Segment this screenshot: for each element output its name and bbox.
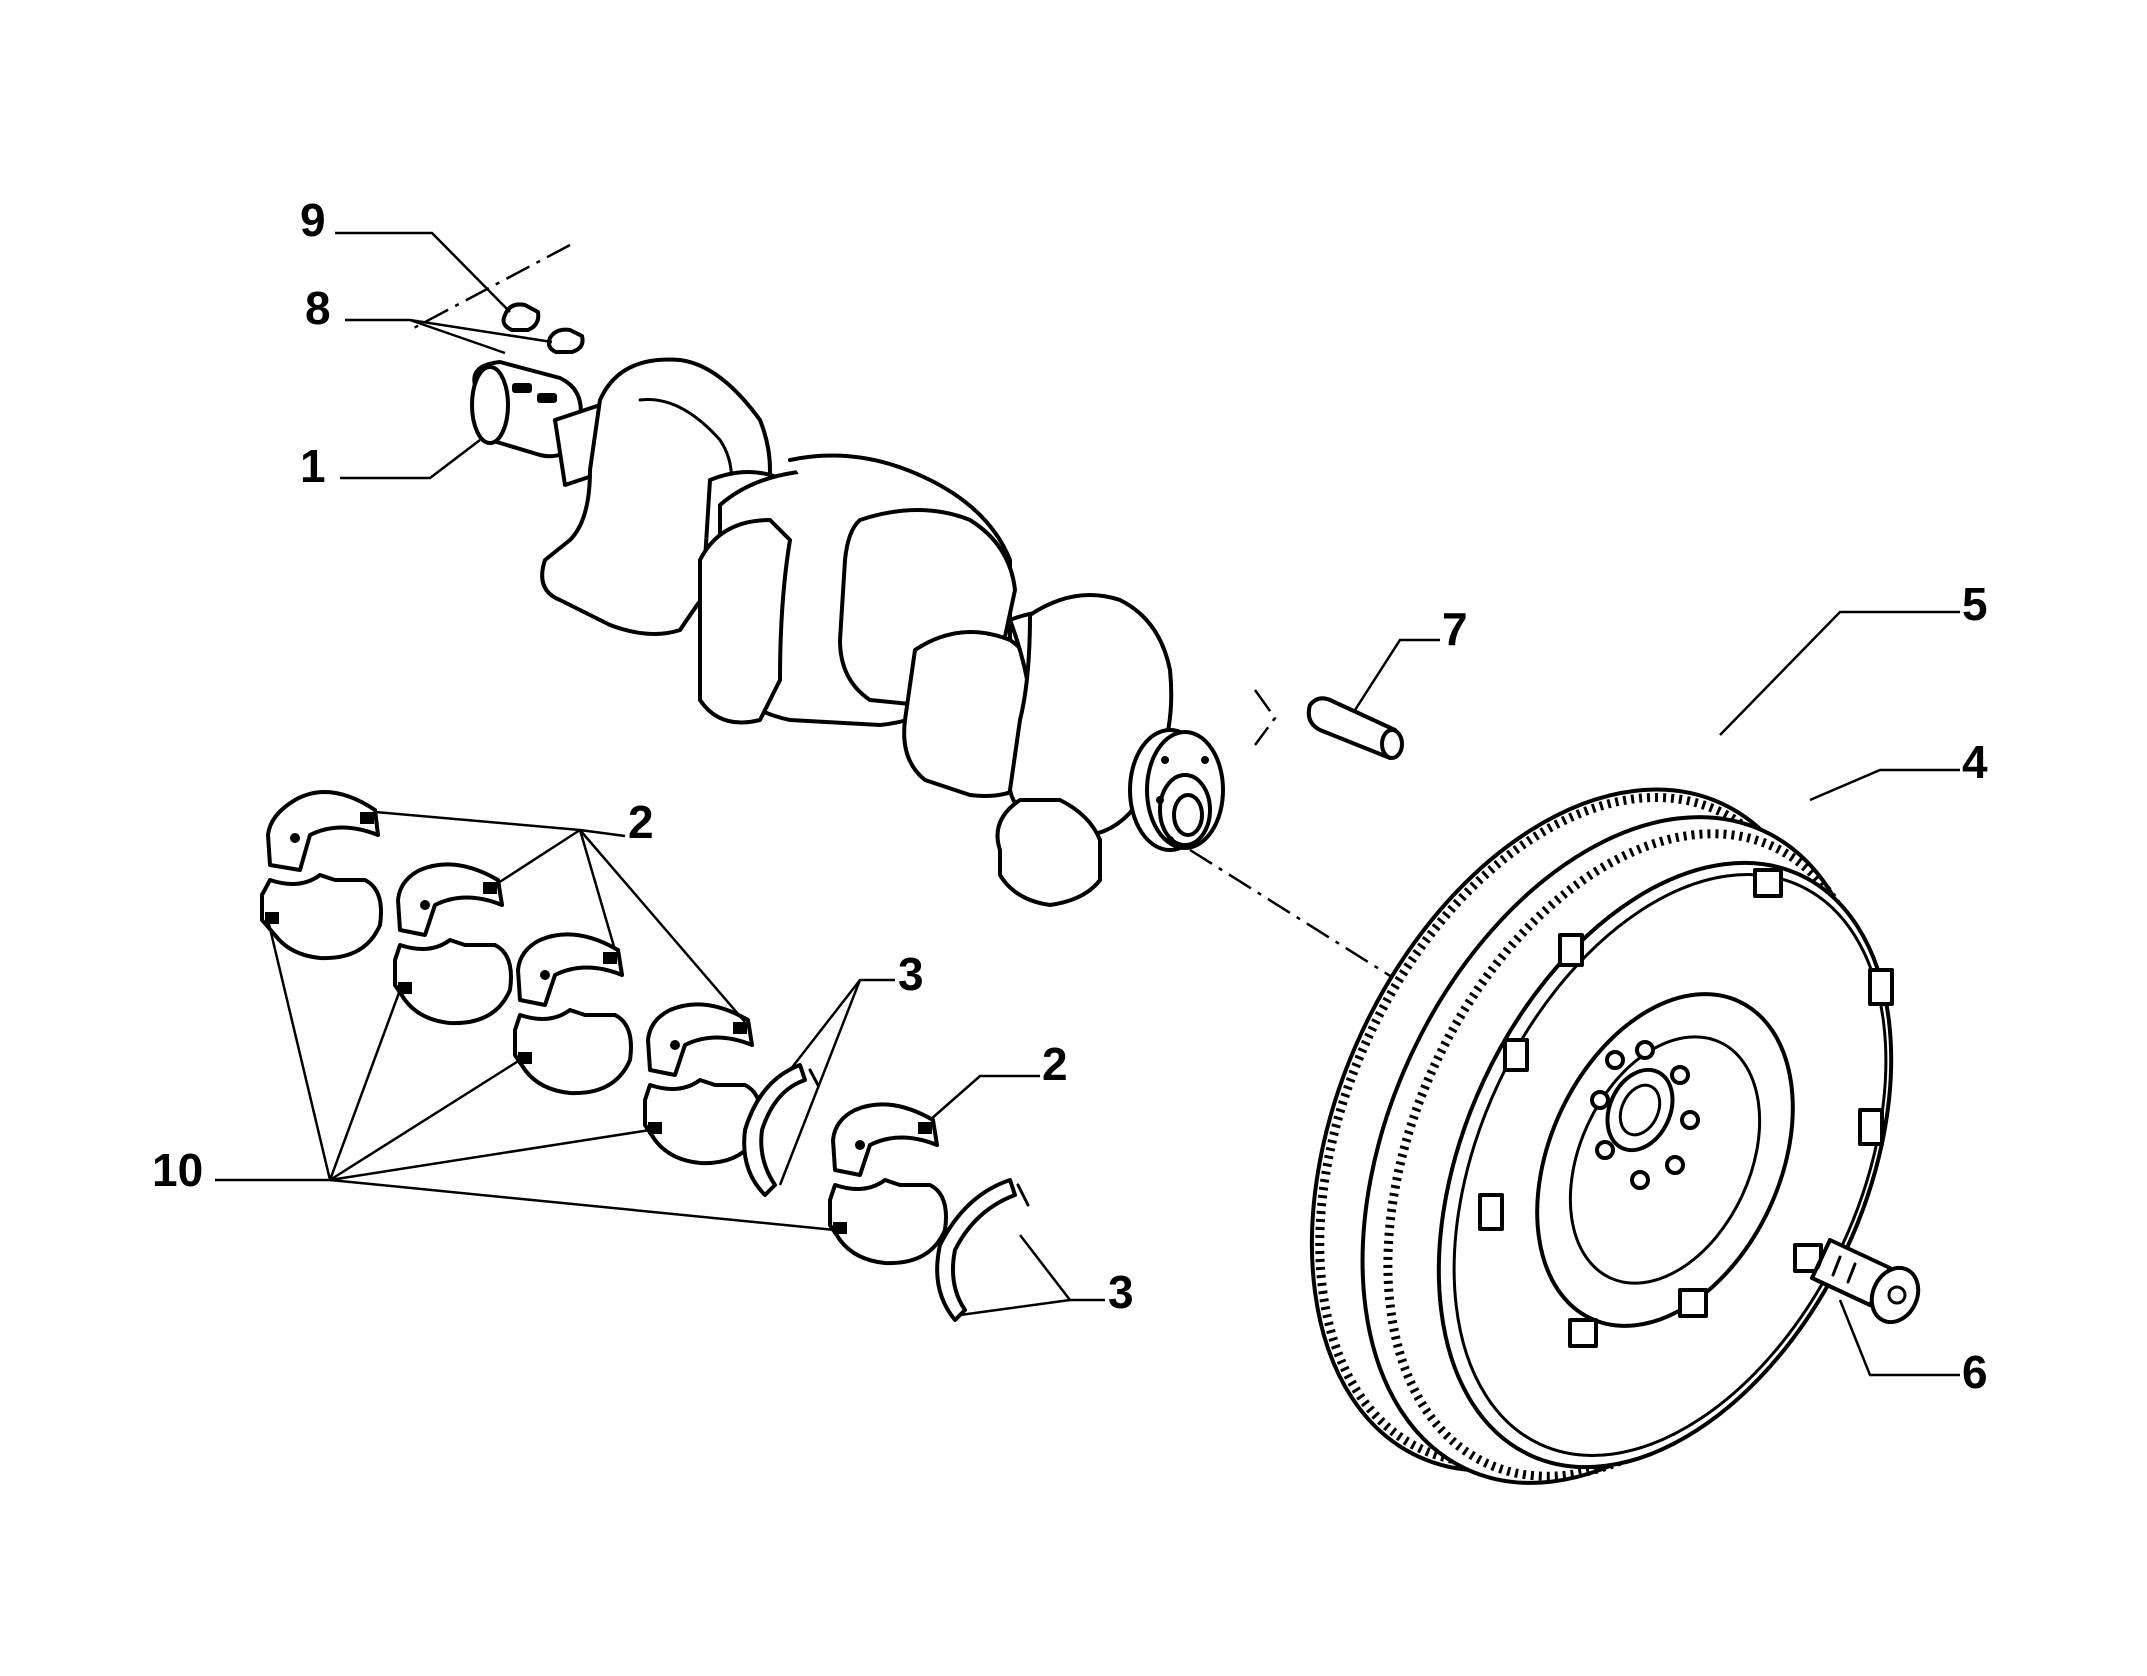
woodruff-key: [501, 302, 585, 354]
crankshaft: [470, 357, 1225, 907]
callout-9: 9: [300, 194, 326, 246]
callout-4: 4: [1962, 736, 1988, 788]
leader-lines: [215, 231, 1960, 1377]
callout-5: 5: [1962, 578, 1988, 630]
callout-7: 7: [1442, 603, 1468, 655]
callout-6: 6: [1962, 1346, 1988, 1398]
callout-3: 3: [898, 948, 924, 1000]
callout-1: 1: [300, 440, 326, 492]
callout-3: 3: [1108, 1266, 1134, 1318]
dowel-pin: [1306, 696, 1404, 760]
callout-2: 2: [1042, 1038, 1068, 1090]
thrust-washers: [742, 1063, 1030, 1322]
callout-8: 8: [305, 282, 331, 334]
main-bearing-shells: [260, 790, 948, 1266]
callout-10: 10: [152, 1144, 203, 1196]
callout-2: 2: [628, 796, 654, 848]
flywheel: [1309, 787, 1894, 1485]
flywheel-bolt: [1810, 1238, 1921, 1325]
